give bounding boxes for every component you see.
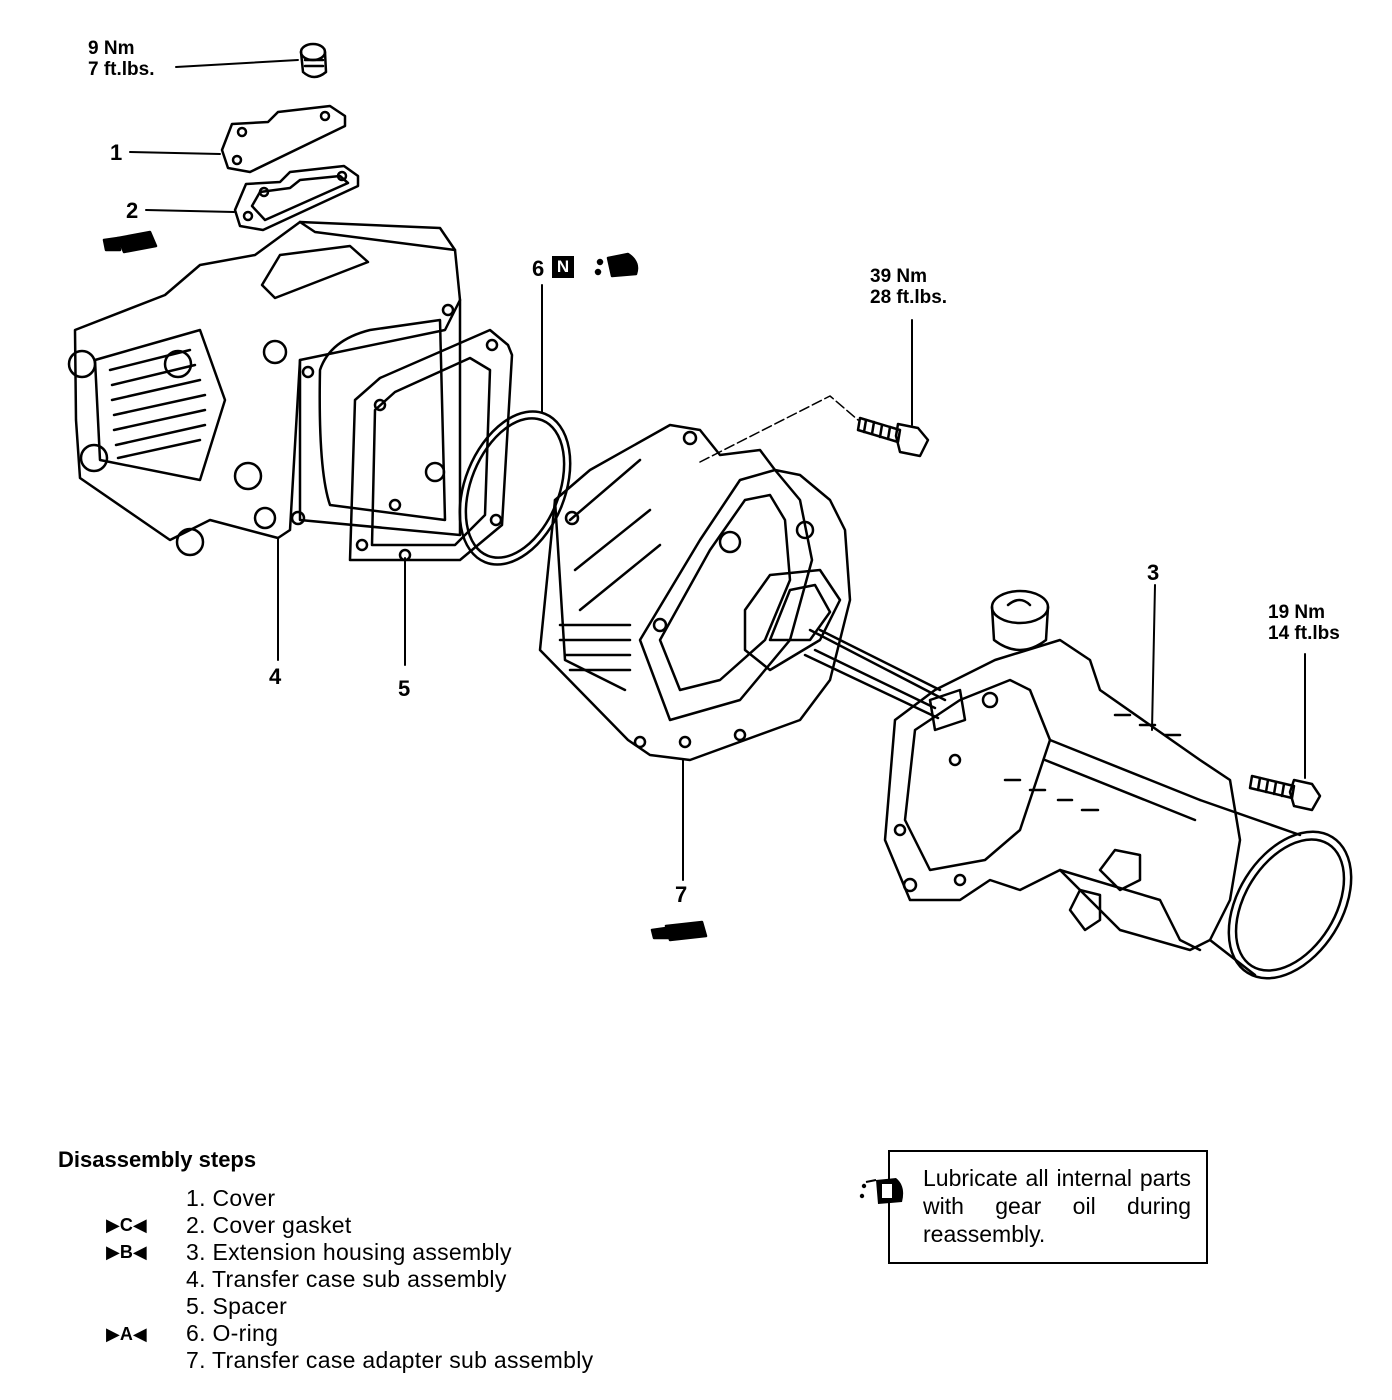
torque-label-cover-plug: 9 Nm 7 ft.lbs. <box>88 38 155 80</box>
cover-plug-bolt <box>299 42 328 79</box>
callout-7: 7 <box>675 882 688 907</box>
steps-title: Disassembly steps <box>58 1147 257 1172</box>
torque-ftlbs: 7 ft.lbs. <box>88 59 155 80</box>
step-mark: ▶A◀ <box>106 1324 147 1344</box>
callout-6: 6 <box>532 256 545 281</box>
step-item: 2. Cover gasket <box>186 1212 352 1238</box>
callout-5: 5 <box>398 676 411 701</box>
step-item: 4. Transfer case sub assembly <box>186 1266 507 1292</box>
torque-label-adapter-bolt: 39 Nm 28 ft.lbs. <box>870 266 947 308</box>
callout-3: 3 <box>1147 560 1160 585</box>
lubrication-note-box: Lubricate all internal parts with gear o… <box>859 1150 1208 1264</box>
callout-1: 1 <box>110 140 123 165</box>
cover-part <box>220 104 347 174</box>
transfer-case-sub-assembly-part <box>67 220 462 557</box>
torque-ftlbs: 14 ft.lbs <box>1268 623 1340 644</box>
step-mark: ▶B◀ <box>106 1242 147 1262</box>
step-item: 3. Extension housing assembly <box>186 1239 512 1265</box>
torque-ftlbs: 28 ft.lbs. <box>870 287 948 308</box>
spacer-part <box>348 328 514 562</box>
lubrication-note-text: Lubricate all internal parts with gear o… <box>923 1165 1191 1247</box>
exploded-view-diagram <box>67 42 1353 980</box>
callout-2: 2 <box>126 198 139 223</box>
torque-label-extension-bolt: 19 Nm 14 ft.lbs <box>1268 602 1340 644</box>
step-item: 1. Cover <box>186 1185 276 1211</box>
torque-nm: 39 Nm <box>870 266 928 287</box>
extension-housing-assembly-part <box>883 589 1353 980</box>
torque-nm: 19 Nm <box>1268 602 1326 623</box>
oil-lubrication-icon <box>594 252 639 278</box>
step-item: 5. Spacer <box>186 1293 288 1319</box>
extension-bolt <box>1248 774 1322 812</box>
adapter-bolt <box>856 416 930 458</box>
new-part-badge: N <box>552 256 574 278</box>
torque-nm: 9 Nm <box>88 38 135 59</box>
step-item: 7. Transfer case adapter sub assembly <box>186 1347 594 1373</box>
callout-4: 4 <box>269 664 282 689</box>
output-shaft <box>803 628 967 732</box>
step-item: 6. O-ring <box>186 1320 279 1346</box>
step-mark: ▶C◀ <box>106 1215 147 1235</box>
sealant-tube-icon <box>102 230 158 254</box>
sealant-tube-icon-2 <box>650 920 708 942</box>
oil-can-icon <box>859 1178 904 1204</box>
transfer-case-adapter-part <box>538 423 942 762</box>
cover-gasket-part <box>233 164 360 232</box>
